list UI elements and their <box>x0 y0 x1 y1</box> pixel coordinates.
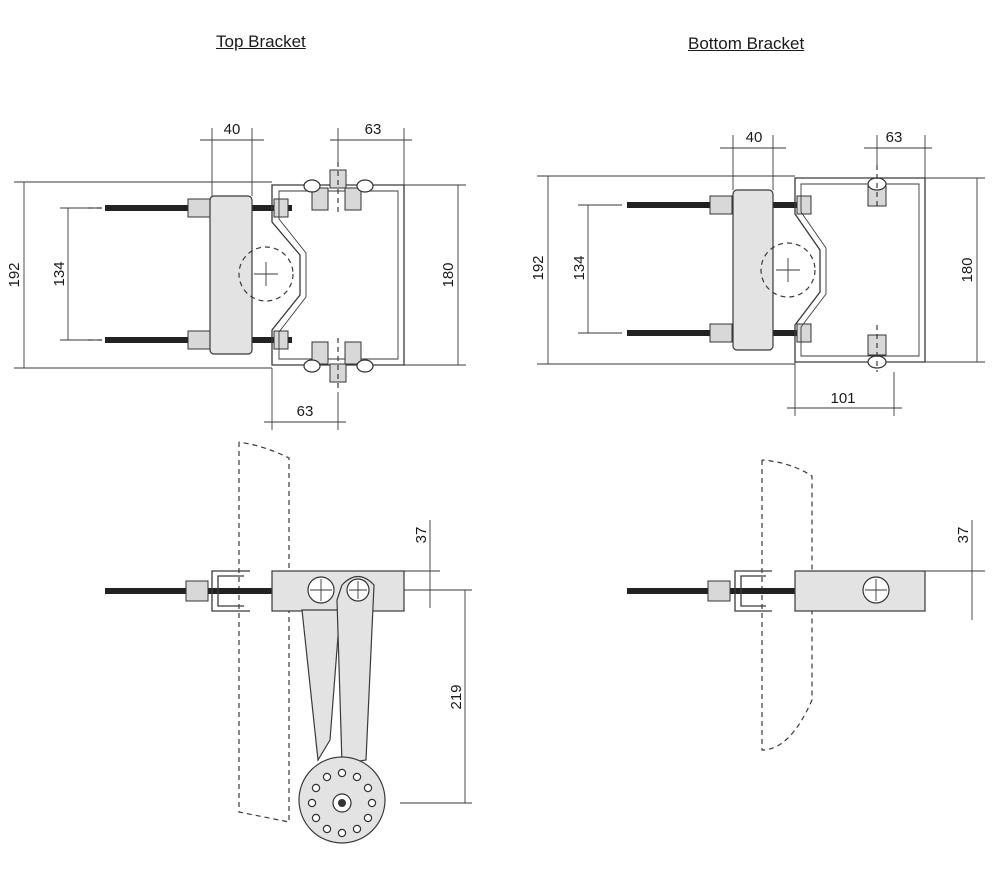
bottom-bracket-side-view <box>627 459 985 751</box>
adjustment-hole <box>307 798 317 808</box>
top-dim-40: 40 <box>224 121 241 138</box>
bottom-dim-63: 63 <box>886 129 903 146</box>
top-bracket-title: Top Bracket <box>216 32 306 51</box>
top-bracket-side-view <box>105 441 472 844</box>
bottom-dim-134: 134 <box>571 255 588 280</box>
bottom-bracket-front-view <box>627 165 926 372</box>
adjustment-hole <box>363 813 373 823</box>
bottom-bracket-title: Bottom Bracket <box>688 34 805 53</box>
adjustment-hole <box>352 824 362 834</box>
top-dim-63-upper: 63 <box>365 121 382 138</box>
adjustment-hole <box>311 813 321 823</box>
top-bracket-front-view <box>88 162 405 392</box>
top-dim-192: 192 <box>6 262 23 287</box>
top-dim-180: 180 <box>440 262 457 287</box>
adjustment-hole <box>311 783 321 793</box>
top-dim-134: 134 <box>51 261 68 286</box>
adjustment-hole <box>367 798 377 808</box>
top-bracket-dimension-lines <box>14 128 466 430</box>
bottom-dim-101: 101 <box>830 390 855 407</box>
bottom-dim-40: 40 <box>746 129 763 146</box>
top-dim-63-lower: 63 <box>297 403 314 420</box>
adjustment-hole <box>352 772 362 782</box>
adjustment-hole <box>337 828 347 838</box>
adjustment-holes <box>307 768 377 838</box>
bottom-dim-192: 192 <box>530 255 547 280</box>
top-dim-37: 37 <box>413 527 430 544</box>
top-dim-219: 219 <box>448 684 465 709</box>
adjustment-hole <box>322 824 332 834</box>
adjustment-hole <box>337 768 347 778</box>
bottom-bracket-dimension-lines <box>537 135 985 416</box>
bottom-dim-180: 180 <box>959 257 976 282</box>
adjustment-hole <box>322 772 332 782</box>
adjustment-hole <box>363 783 373 793</box>
bottom-dim-37: 37 <box>955 527 972 544</box>
